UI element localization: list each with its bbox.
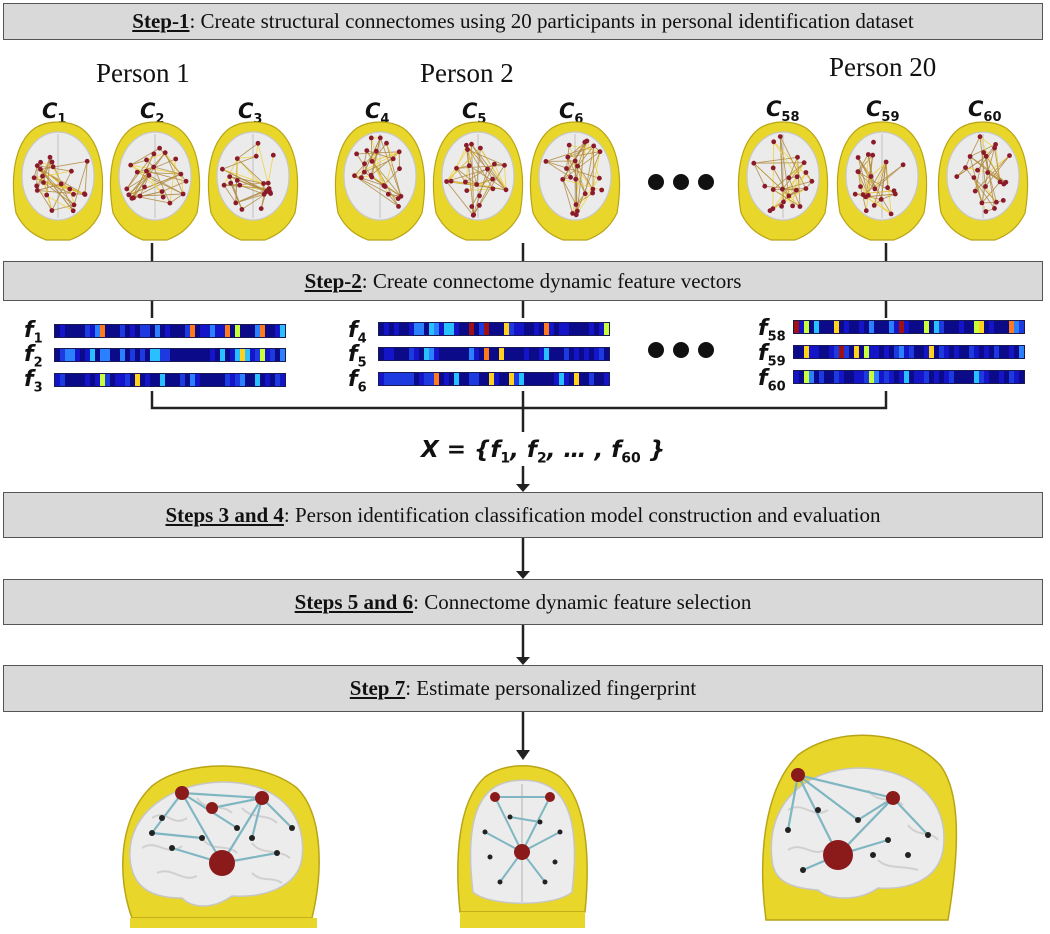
feature-label: f6: [348, 367, 367, 396]
feature-vector-bar: [378, 322, 610, 336]
step34-box: Steps 3 and 4: Person identification cla…: [3, 492, 1043, 538]
feature-vector-bar: [54, 373, 286, 387]
feature-set-formula: X = {f1, f2, … , f60 }: [421, 437, 666, 467]
connectome-head: [12, 121, 104, 241]
connectome-head: [207, 121, 299, 241]
connectome-head: [334, 121, 426, 241]
connectome-head: [937, 121, 1029, 241]
step1-label: Step-1: [132, 9, 190, 33]
connectome-label: C1: [42, 99, 67, 128]
fingerprint-brain-top: [457, 765, 588, 928]
feature-label: f59: [758, 341, 786, 370]
step34-text: : Person identification classification m…: [283, 502, 881, 527]
ellipsis-dots-features: [648, 342, 714, 358]
connectome-label: C60: [968, 97, 1002, 126]
connectome-label: C3: [238, 99, 263, 128]
step1-text: : Create structural connectomes using 20…: [189, 9, 914, 33]
step2-box: Step-2: Create connectome dynamic featur…: [3, 261, 1043, 301]
connectome-label: C5: [462, 99, 487, 128]
step56-text: : Connectome dynamic feature selection: [413, 589, 752, 614]
step2-label: Step-2: [304, 268, 362, 293]
feature-vector-bar: [54, 324, 286, 338]
step1-box: Step-1: Create structural connectomes us…: [3, 3, 1043, 40]
feature-label: f4: [348, 318, 367, 347]
connectome-label: C58: [766, 97, 800, 126]
feature-label: f2: [24, 342, 43, 371]
feature-label: f58: [758, 316, 786, 345]
step7-box: Step 7: Estimate personalized fingerprin…: [3, 665, 1043, 712]
ellipsis-dots-top: [648, 174, 714, 190]
step2-text: : Create connectome dynamic feature vect…: [361, 268, 742, 293]
connectome-head: [737, 121, 829, 241]
feature-label: f60: [758, 366, 786, 395]
connectome-head: [109, 121, 201, 241]
feature-label: f3: [24, 367, 43, 396]
connectome-label: C4: [365, 99, 390, 128]
step7-label: Step 7: [349, 676, 406, 700]
feature-vector-bar: [793, 320, 1025, 334]
feature-label: f5: [348, 342, 367, 371]
person-label-20: Person 20: [829, 52, 937, 82]
fingerprint-brain-left: [122, 765, 320, 928]
connectome-label: C2: [140, 99, 165, 128]
step56-box: Steps 5 and 6: Connectome dynamic featur…: [3, 579, 1043, 625]
feature-label: f1: [24, 318, 43, 347]
feature-vector-bar: [378, 372, 610, 386]
person-label-2: Person 2: [420, 58, 514, 88]
step34-label: Steps 3 and 4: [165, 502, 284, 527]
connectome-label: C6: [559, 99, 584, 128]
step7-text: : Estimate personalized fingerprint: [405, 676, 697, 700]
feature-vector-bar: [793, 370, 1025, 384]
connectome-head: [432, 121, 524, 241]
fingerprint-brain-right: [761, 734, 958, 921]
connectome-head: [529, 121, 621, 241]
person-label-1: Person 1: [96, 58, 190, 88]
feature-vector-bar: [54, 348, 286, 362]
step56-label: Steps 5 and 6: [294, 589, 414, 614]
feature-vector-bar: [793, 345, 1025, 359]
connectome-label: C59: [866, 97, 900, 126]
feature-vector-bar: [378, 347, 610, 361]
connectome-head: [836, 121, 928, 241]
